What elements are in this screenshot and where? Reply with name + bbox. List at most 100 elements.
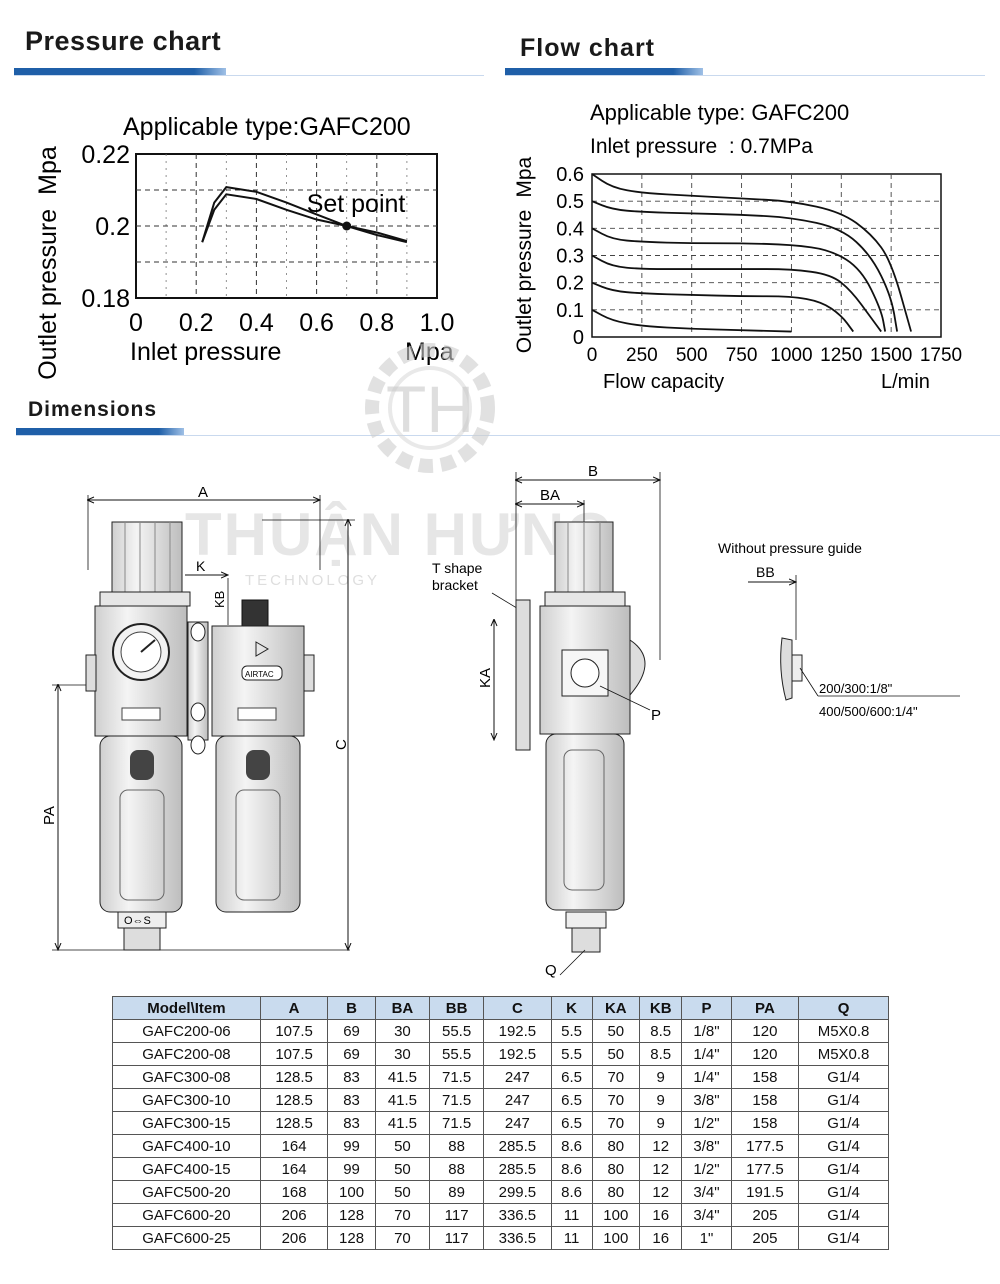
- table-cell: 55.5: [429, 1042, 485, 1066]
- table-cell: 5.5: [550, 1019, 593, 1043]
- table-cell: 206: [259, 1203, 329, 1227]
- table-cell: 128: [327, 1203, 376, 1227]
- table-cell: G1/4: [798, 1065, 889, 1089]
- watermark-tagline: TECHNOLOGY: [245, 572, 381, 589]
- pressure-y-tick-label: 0.18: [81, 285, 130, 313]
- pressure-x-axis-title: Inlet pressure: [130, 338, 281, 366]
- table-cell: 205: [730, 1226, 800, 1250]
- dim-ka-label: KA: [477, 668, 494, 688]
- table-cell: GAFC400-10: [112, 1134, 261, 1158]
- table-cell: 9: [639, 1111, 683, 1135]
- table-cell: 12: [639, 1134, 683, 1158]
- flow-y-ticks: 0.60.50.40.30.20.10: [556, 164, 584, 349]
- flow-series-line: [591, 173, 912, 332]
- table-header-cell: C: [483, 996, 552, 1020]
- table-cell: 164: [259, 1134, 329, 1158]
- flow-chart: Applicable type: GAFC200 Inlet pressure …: [513, 100, 962, 393]
- table-cell: 158: [730, 1111, 800, 1135]
- table-cell: 16: [639, 1226, 683, 1250]
- table-cell: GAFC400-15: [112, 1157, 261, 1181]
- flow-y-axis-unit: Mpa: [513, 156, 536, 197]
- pressure-y-axis-unit: Mpa: [34, 146, 62, 195]
- table-cell: 89: [429, 1180, 485, 1204]
- table-cell: 99: [327, 1157, 376, 1181]
- table-cell: 50: [591, 1019, 641, 1043]
- flow-x-axis-title: Flow capacity: [603, 371, 724, 393]
- table-cell: 1/2": [681, 1157, 732, 1181]
- flow-x-tick-label: 500: [676, 345, 708, 366]
- flow-x-axis-unit: L/min: [881, 371, 930, 393]
- table-cell: G1/4: [798, 1180, 889, 1204]
- table-header-cell: B: [327, 996, 376, 1020]
- dim-k-label: K: [196, 558, 206, 574]
- table-cell: GAFC300-15: [112, 1111, 261, 1135]
- table-cell: 6.5: [550, 1065, 593, 1089]
- pressure-x-tick-label: 0.2: [179, 309, 214, 337]
- connector-block: [187, 621, 209, 755]
- pressure-x-tick-label: 0.8: [359, 309, 394, 337]
- table-cell: 1/4": [681, 1042, 732, 1066]
- flow-series-line: [591, 200, 899, 332]
- table-header-cell: KA: [591, 996, 641, 1020]
- flow-x-tick-label: 1500: [870, 345, 912, 366]
- pressure-chart-subtitle: Applicable type:GAFC200: [123, 113, 411, 141]
- flow-series: [591, 173, 912, 333]
- table-cell: 41.5: [374, 1065, 431, 1089]
- table-header-cell: Model\Item: [112, 996, 261, 1020]
- table-cell: 191.5: [730, 1180, 800, 1204]
- table-cell: 168: [259, 1180, 329, 1204]
- dim-a: A: [88, 484, 320, 570]
- table-cell: 30: [374, 1019, 431, 1043]
- table-cell: 3/4": [681, 1203, 732, 1227]
- pressure-chart-title: Pressure chart: [25, 26, 222, 56]
- table-cell: 100: [327, 1180, 376, 1204]
- table-cell: 80: [591, 1134, 641, 1158]
- pressure-y-axis-title: Outlet pressure: [34, 209, 62, 380]
- table-cell: 8.6: [550, 1180, 593, 1204]
- table-header-cell: KB: [639, 996, 683, 1020]
- table-cell: 120: [730, 1042, 800, 1066]
- table-cell: 9: [639, 1088, 683, 1112]
- pressure-y-label: Outlet pressure Mpa: [34, 146, 62, 380]
- dimension-drawing: A C PA K KB O⇔S: [41, 463, 960, 979]
- table-header-cell: P: [681, 996, 732, 1020]
- flow-x-tick-label: 1750: [920, 345, 962, 366]
- port-p-label: P: [651, 707, 661, 724]
- table-cell: 205: [730, 1203, 800, 1227]
- table-cell: 16: [639, 1203, 683, 1227]
- flow-series-line: [591, 227, 887, 332]
- table-cell: GAFC600-25: [112, 1226, 261, 1250]
- table-cell: 8.6: [550, 1134, 593, 1158]
- pressure-x-tick-label: 0.6: [299, 309, 334, 337]
- flow-series-line: [591, 281, 855, 333]
- watermark-monogram: TH: [386, 372, 474, 446]
- table-cell: 71.5: [429, 1088, 485, 1112]
- flow-x-tick-label: 1250: [820, 345, 862, 366]
- table-cell: 71.5: [429, 1111, 485, 1135]
- table-cell: 177.5: [730, 1157, 800, 1181]
- table-cell: 128: [327, 1226, 376, 1250]
- table-cell: 285.5: [483, 1157, 552, 1181]
- table-cell: 336.5: [483, 1226, 552, 1250]
- dim-c-label: C: [333, 739, 350, 750]
- watermark-name: THUẬN HƯNG: [185, 501, 615, 568]
- table-cell: 70: [591, 1111, 641, 1135]
- table-cell: 3/4": [681, 1180, 732, 1204]
- table-cell: 3/8": [681, 1088, 732, 1112]
- table-cell: M5X0.8: [798, 1019, 889, 1043]
- table-cell: 83: [327, 1111, 376, 1135]
- table-cell: 128.5: [259, 1111, 329, 1135]
- table-cell: 158: [730, 1088, 800, 1112]
- table-cell: 70: [374, 1203, 431, 1227]
- thread-size-small: 200/300:1/8": [819, 681, 893, 696]
- table-cell: 100: [591, 1226, 641, 1250]
- table-cell: 69: [327, 1019, 376, 1043]
